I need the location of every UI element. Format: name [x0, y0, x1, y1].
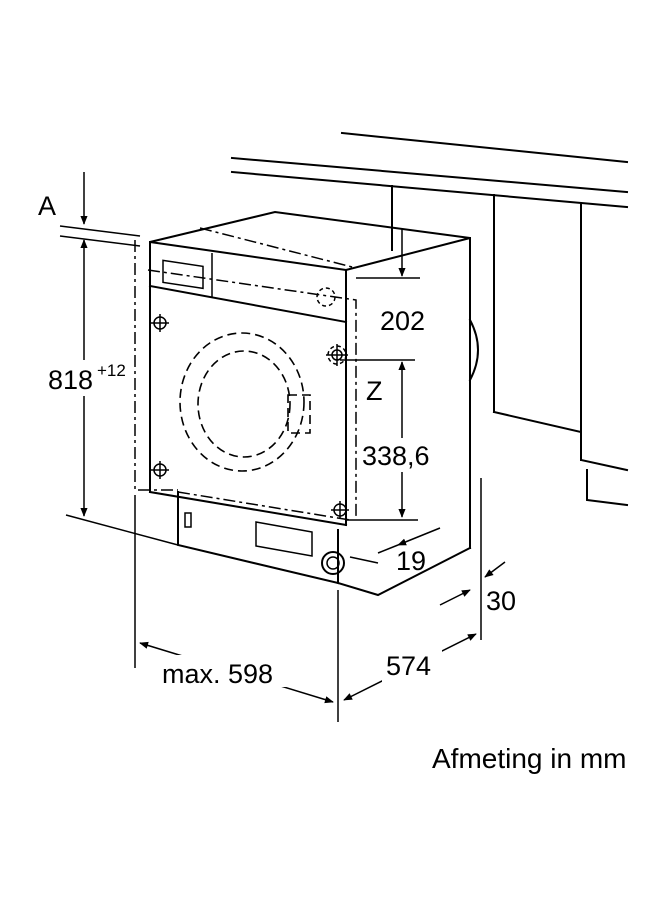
dimension-bottom-offset: 19	[377, 527, 441, 576]
dimension-A: A	[38, 172, 141, 247]
washing-machine	[148, 210, 479, 597]
unit-caption: Afmeting in mm	[432, 743, 627, 774]
dimension-top-offset: 202	[356, 228, 425, 336]
countertop-niche	[230, 131, 629, 507]
dimension-height: 818 +12	[46, 239, 179, 546]
label-bottom-offset: 19	[396, 546, 426, 576]
dimension-hinge-spacing: Z 338,6	[340, 359, 440, 521]
label-height-value: 818	[48, 365, 93, 395]
label-depth: 574	[386, 651, 431, 681]
installation-outline	[134, 227, 357, 521]
dimension-depth: 574	[343, 633, 477, 701]
label-Z: Z	[366, 376, 383, 406]
dimension-max-width: max. 598	[134, 495, 339, 722]
hinge-marker-bottom-left	[151, 461, 169, 479]
label-top-offset: 202	[380, 306, 425, 336]
dimension-rear-gap: 30	[439, 478, 516, 640]
hinge-marker-top-right	[326, 344, 348, 366]
hinge-marker-top-left	[151, 314, 169, 332]
label-height-tolerance: +12	[97, 361, 126, 380]
label-max-width: max. 598	[162, 659, 273, 689]
label-A: A	[38, 191, 56, 221]
label-hinge-spacing: 338,6	[362, 441, 430, 471]
label-rear-gap: 30	[486, 586, 516, 616]
hinge-marker-bottom-right	[331, 501, 349, 519]
